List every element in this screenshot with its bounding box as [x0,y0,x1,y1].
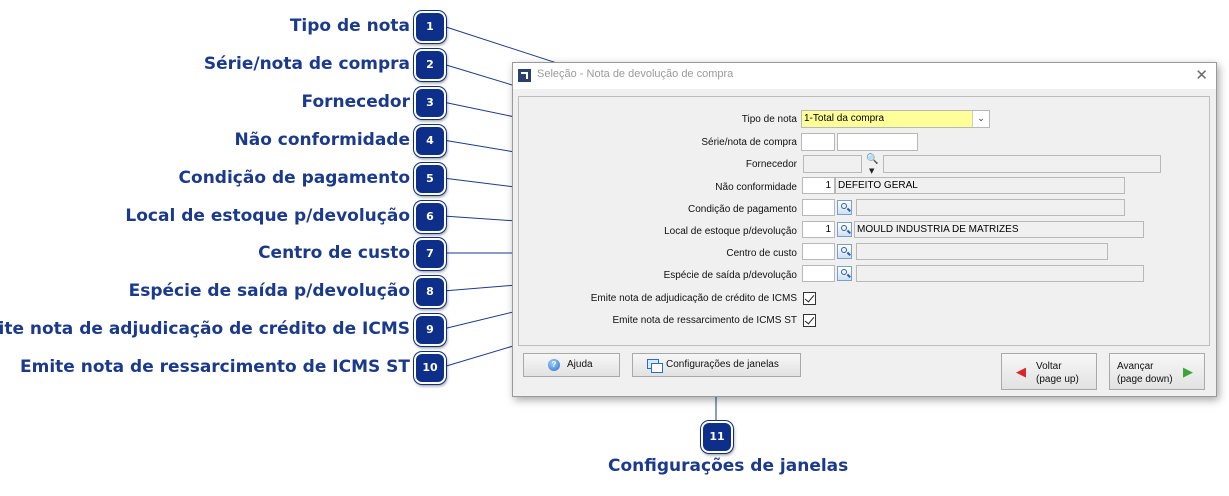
callout-label-configuracoes: Configurações de janelas [608,456,849,476]
app-icon [518,69,531,82]
local-estoque-code-input[interactable]: 1 [802,221,835,238]
adjudicacao-checkbox[interactable] [803,292,816,305]
avancar-label: Avançar [1117,361,1154,372]
ajuda-button-label: Ajuda [567,359,593,370]
tipo-nota-select[interactable]: 1-Total da compra [801,110,990,128]
windows-icon-back [651,363,663,373]
condicao-pagamento-code-input[interactable] [802,199,835,216]
ressarcimento-checkbox[interactable] [803,314,816,327]
nao-conformidade-desc-field: DEFEITO GERAL [835,177,1125,194]
callout-badge-8: 8 [414,276,446,308]
adjudicacao-label: Emite nota de adjudicação de crédito de … [590,293,797,304]
fornecedor-name-field [883,155,1161,173]
especie-saida-code-input[interactable] [802,265,835,282]
serie-input[interactable] [801,133,835,151]
nota-input[interactable] [837,133,918,151]
tipo-nota-label: Tipo de nota [741,114,797,125]
fornecedor-code-field [803,155,862,173]
callout-label-local-estoque: Local de estoque p/devolução [125,206,410,226]
caret-down-icon[interactable]: ▼ [869,167,875,175]
search-icon[interactable]: 🔍 [866,154,879,165]
callout-badge-10: 10 [414,352,446,384]
callout-label-centro-custo: Centro de custo [258,243,410,263]
ressarcimento-label: Emite nota de ressarcimento de ICMS ST [612,315,797,326]
condicao-pagamento-label: Condição de pagamento [688,204,797,215]
arrow-left-icon: ◀ [1016,364,1026,379]
centro-custo-label: Centro de custo [726,248,797,259]
callout-badge-3: 3 [414,87,446,119]
callout-badge-1: 1 [414,11,446,43]
centro-custo-search-icon[interactable] [837,244,852,259]
callout-badge-5: 5 [414,163,446,195]
centro-custo-code-input[interactable] [802,243,835,260]
window-title: Seleção - Nota de devolução de compra [537,68,734,80]
callout-label-tipo-nota: Tipo de nota [289,16,410,36]
callout-badge-4: 4 [414,125,446,157]
ajuda-button[interactable]: ? Ajuda [523,353,620,377]
help-icon: ? [548,359,560,371]
serie-nota-label: Série/nota de compra [701,137,797,148]
nao-conformidade-code-input[interactable]: 1 [802,177,835,194]
title-bar[interactable]: Seleção - Nota de devolução de compra ✕ [513,63,1216,89]
callout-label-especie-saida: Espécie de saída p/devolução [128,281,410,301]
especie-saida-search-icon[interactable] [837,266,852,281]
callout-badge-7: 7 [414,238,446,270]
callout-label-fornecedor: Fornecedor [301,92,410,112]
callout-label-adjudicacao: Emite nota de adjudicação de crédito de … [0,319,410,339]
avancar-button[interactable]: Avançar (page down) ▶ [1109,353,1205,390]
callout-badge-9: 9 [414,314,446,346]
nao-conformidade-label: Não conformidade [715,182,797,193]
callout-label-condicao-pagamento: Condição de pagamento [178,168,410,188]
especie-saida-label: Espécie de saída p/devolução [663,270,797,281]
arrow-right-icon: ▶ [1183,364,1193,379]
voltar-sublabel: (page up) [1036,374,1079,385]
dialog-window: Seleção - Nota de devolução de compra ✕ … [512,62,1217,397]
condicao-pagamento-search-icon[interactable] [837,200,852,215]
local-estoque-label: Local de estoque p/devolução [664,226,797,237]
local-estoque-desc-field: MOULD INDUSTRIA DE MATRIZES [854,221,1144,238]
callout-badge-6: 6 [414,201,446,233]
configuracoes-button-label: Configurações de janelas [666,359,779,370]
especie-saida-desc-field [856,265,1144,282]
close-icon[interactable]: ✕ [1195,66,1208,84]
condicao-pagamento-desc-field [856,199,1125,216]
callout-label-nao-conformidade: Não conformidade [234,130,411,150]
local-estoque-search-icon[interactable] [837,222,852,237]
configuracoes-janelas-button[interactable]: Configurações de janelas [632,353,801,377]
callout-badge-2: 2 [414,49,446,81]
avancar-sublabel: (page down) [1117,374,1173,385]
callout-label-serie-nota: Série/nota de compra [203,54,410,74]
centro-custo-desc-field [856,243,1108,260]
callout-badge-11: 11 [701,421,733,453]
voltar-button[interactable]: ◀ Voltar (page up) [1001,353,1097,390]
callout-label-ressarcimento: Emite nota de ressarcimento de ICMS ST [20,357,410,377]
chevron-down-icon[interactable]: ⌄ [972,111,989,127]
fornecedor-label: Fornecedor [745,159,797,170]
voltar-label: Voltar [1036,361,1062,372]
